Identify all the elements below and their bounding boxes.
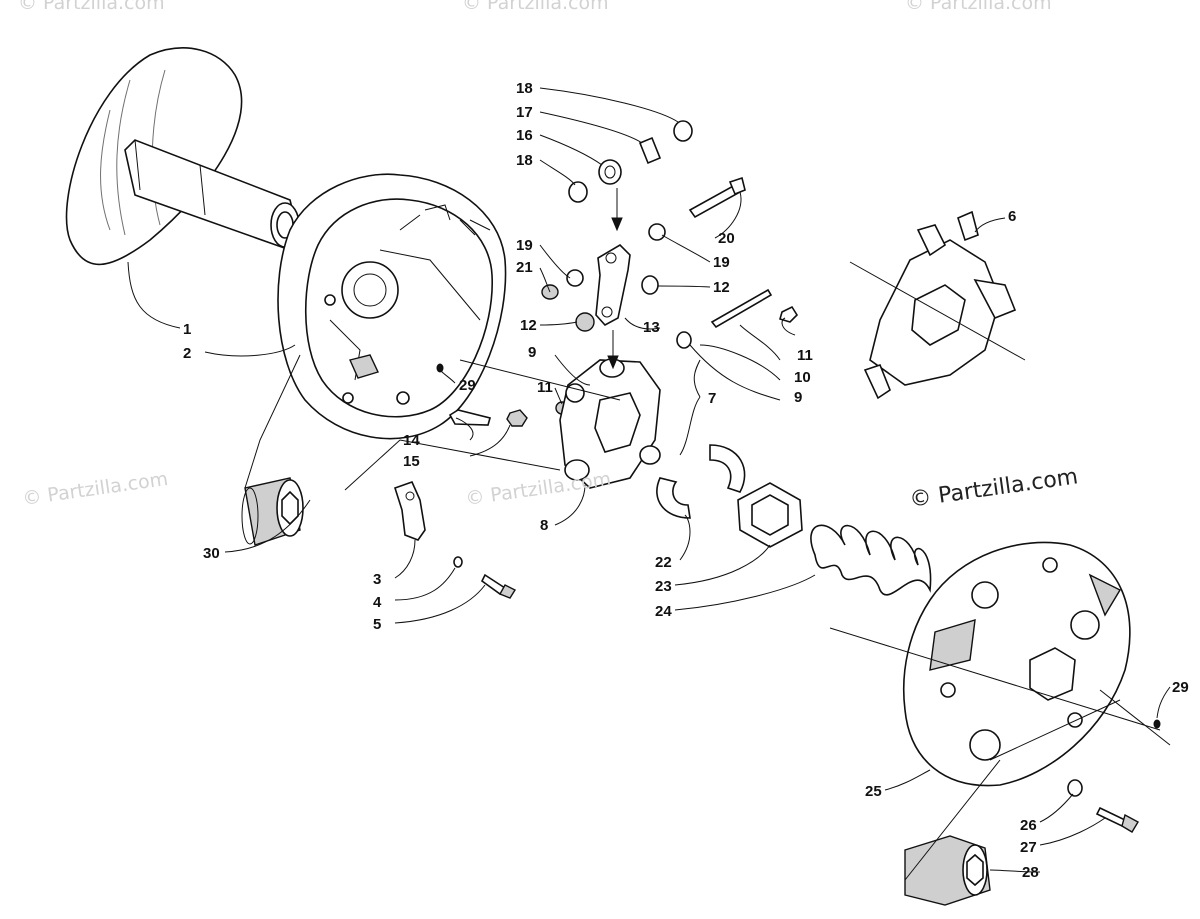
callout-8: 8 [540, 517, 548, 534]
callout-13: 13 [643, 319, 660, 336]
part-sheave-shaft [65, 47, 301, 266]
part-4-washer [453, 556, 463, 568]
part-24-spring [810, 524, 932, 596]
callout-11b: 11 [797, 347, 813, 364]
callout-18: 18 [516, 80, 533, 97]
part-29-pin [436, 363, 444, 373]
callout-20: 20 [718, 230, 735, 247]
callout-22: 22 [655, 554, 672, 571]
callout-30: 30 [203, 545, 220, 562]
callout-26: 26 [1020, 817, 1037, 834]
callout-21: 21 [516, 259, 533, 276]
callout-11: 11 [537, 379, 553, 396]
callout-2: 2 [183, 345, 191, 362]
callout-12: 12 [520, 317, 537, 334]
callout-15: 15 [403, 453, 420, 470]
part-22-keepers [656, 444, 746, 519]
callout-9: 9 [528, 344, 536, 361]
callout-labels: 1 2 3 4 5 6 7 8 9 9 10 11 11 12 12 13 14… [183, 80, 1189, 881]
part-3-arm [394, 480, 426, 541]
callout-16: 16 [516, 127, 533, 144]
part-27-bolt [1095, 806, 1139, 833]
part-15-nut [506, 409, 528, 427]
part-18-washer-top [673, 120, 693, 142]
callout-19b: 19 [713, 254, 730, 271]
part-16-roller [598, 159, 622, 185]
callout-6: 6 [1008, 208, 1016, 225]
part-26-washer [1067, 779, 1083, 797]
callout-25: 25 [865, 783, 882, 800]
part-23-seat [737, 482, 803, 548]
callout-24: 24 [655, 603, 672, 620]
callout-7: 7 [708, 390, 716, 407]
callout-29: 29 [459, 377, 476, 394]
part-10-pin [710, 288, 773, 329]
part-29-pin-right [1153, 719, 1161, 729]
part-18-washer [568, 181, 588, 203]
part-housing [277, 173, 507, 440]
leader-lines [127, 87, 1171, 881]
callout-1: 1 [183, 321, 191, 338]
callout-14: 14 [403, 432, 420, 449]
callout-17: 17 [516, 104, 533, 121]
callout-5: 5 [373, 616, 381, 633]
callout-10: 10 [794, 369, 811, 386]
part-14-bolt [448, 409, 491, 426]
callout-18b: 18 [516, 152, 533, 169]
part-30-bushing [241, 477, 304, 546]
part-5-bolt [480, 573, 517, 599]
callout-29b: 29 [1172, 679, 1189, 696]
callout-9b: 9 [794, 389, 802, 406]
watermark-top-left: © Partzilla.com [18, 0, 165, 14]
assembly-arrows [607, 188, 623, 370]
callout-23: 23 [655, 578, 672, 595]
callout-27: 27 [1020, 839, 1037, 856]
part-8-spider [559, 358, 661, 489]
part-20-bolt [688, 176, 746, 219]
callout-3: 3 [373, 571, 381, 588]
callout-12b: 12 [713, 279, 730, 296]
part-12-washer [575, 275, 659, 332]
callout-4: 4 [373, 594, 382, 611]
watermark-top-center: © Partzilla.com [462, 0, 609, 14]
part-6-spider-assembly [863, 210, 1017, 400]
part-17-sleeve [638, 136, 662, 165]
callout-19: 19 [516, 237, 533, 254]
part-25-sheave [902, 541, 1131, 787]
part-19-washer [566, 223, 666, 287]
part-9-bushing [676, 331, 692, 349]
part-28-bushing [904, 835, 991, 906]
part-13-link [595, 243, 631, 327]
watermark-top-right: © Partzilla.com [905, 0, 1052, 14]
callout-28: 28 [1022, 864, 1039, 881]
